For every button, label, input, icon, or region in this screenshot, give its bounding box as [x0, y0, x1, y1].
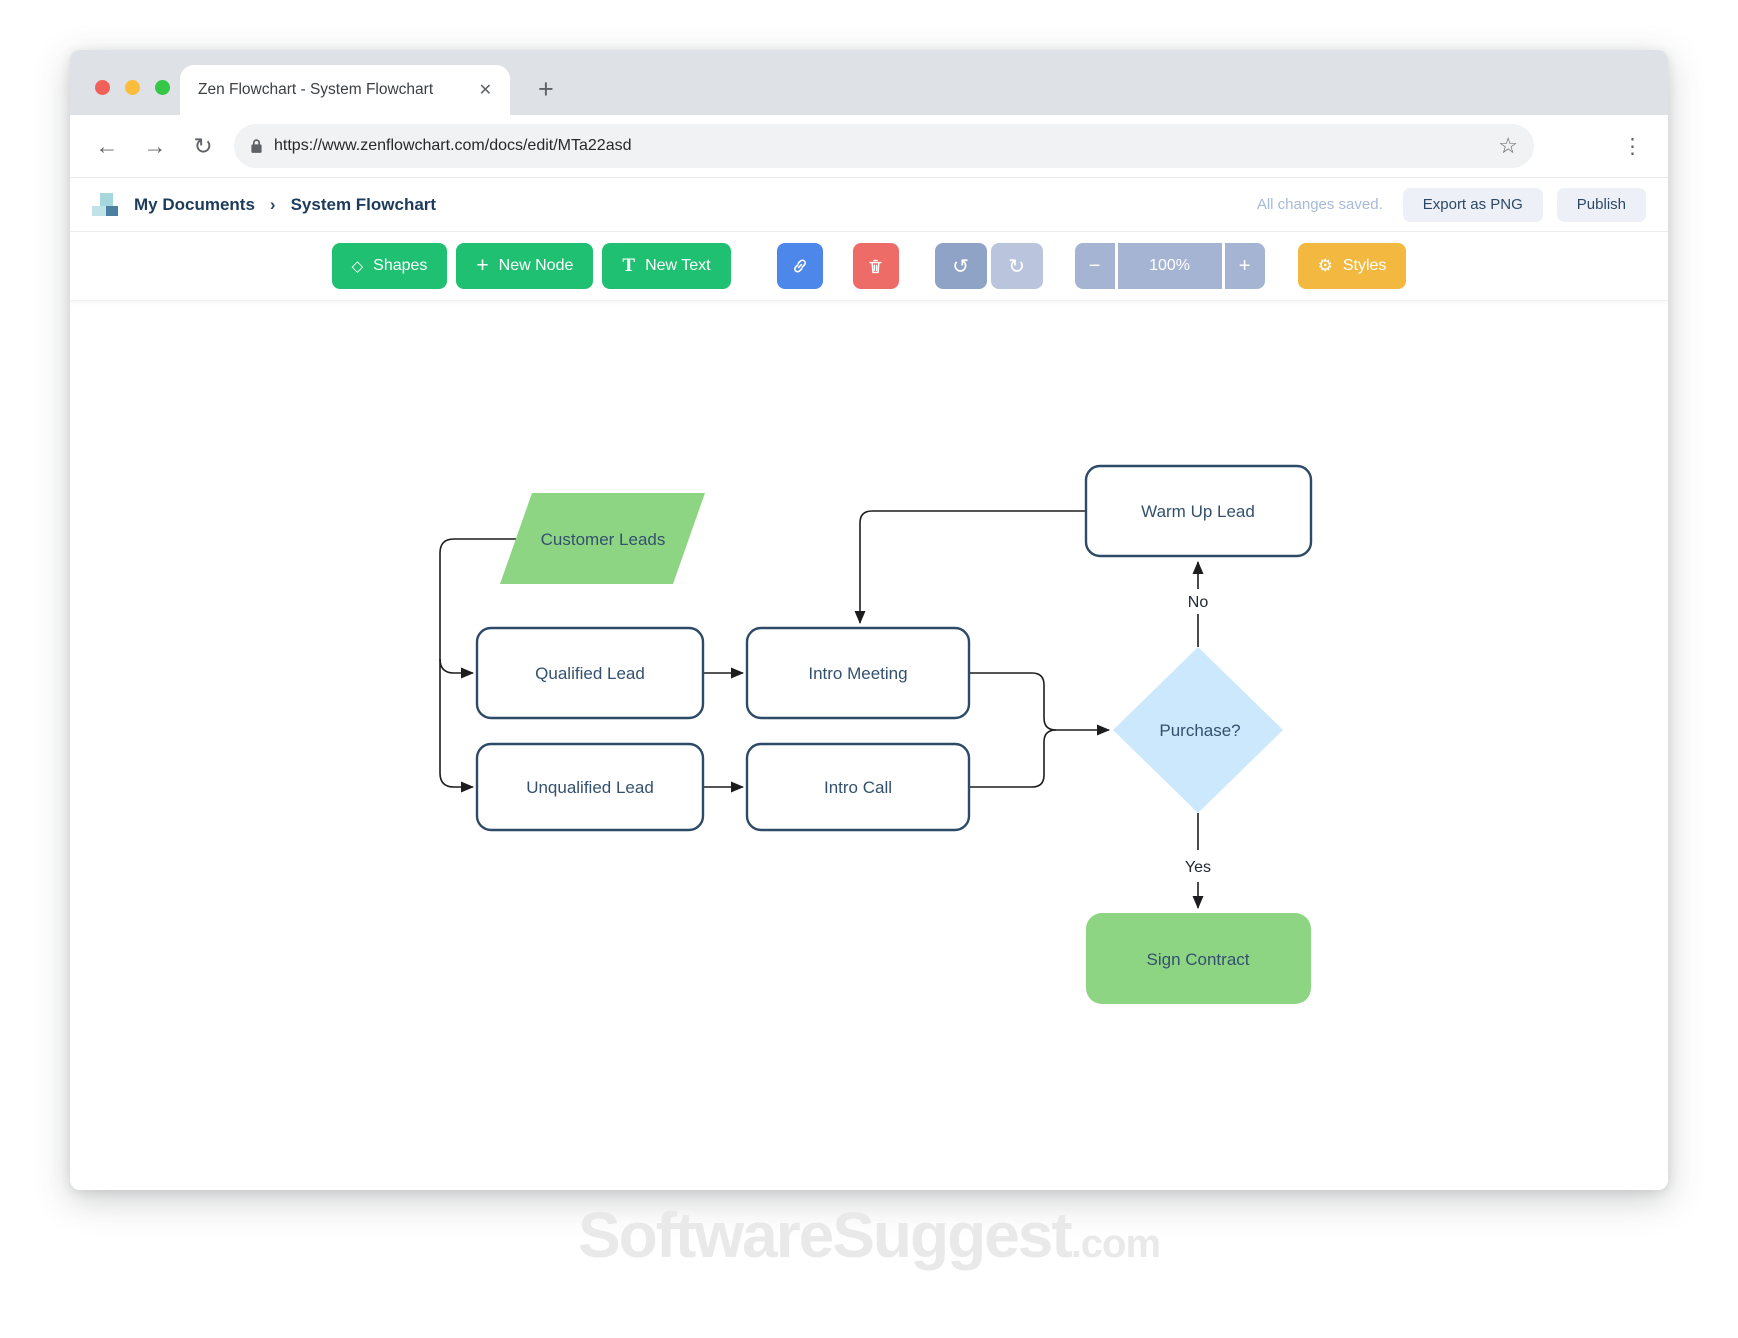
zoom-level: 100%: [1117, 243, 1222, 289]
gear-icon: ⚙: [1317, 256, 1333, 275]
node-sign-contract[interactable]: Sign Contract: [1086, 913, 1311, 1004]
node-label-warm-up-lead: Warm Up Lead: [1141, 502, 1255, 521]
address-bar[interactable]: https://www.zenflowchart.com/docs/edit/M…: [234, 124, 1534, 168]
node-label-sign-contract: Sign Contract: [1147, 950, 1250, 969]
link-button[interactable]: [776, 243, 823, 289]
new-node-label: New Node: [498, 257, 574, 274]
back-icon[interactable]: ←: [95, 132, 119, 159]
new-node-button[interactable]: + New Node: [456, 243, 594, 289]
undo-button[interactable]: ↺: [934, 243, 987, 289]
node-purchase-decision[interactable]: Purchase?: [1113, 647, 1283, 813]
node-label-intro-meeting: Intro Meeting: [808, 664, 907, 683]
edge-label-no: No: [1188, 594, 1209, 611]
text-icon: T: [622, 255, 636, 276]
undo-icon: ↺: [952, 255, 969, 278]
new-text-label: New Text: [645, 257, 711, 274]
tab-strip: Zen Flowchart - System Flowchart ✕ +: [70, 50, 1668, 115]
edge-introCall-purchase: [969, 729, 1057, 788]
edge-introMeeting-purchase: [969, 672, 1110, 736]
diamond-shape-icon: ◇: [351, 258, 364, 275]
link-icon: [790, 256, 810, 276]
redo-button[interactable]: ↻: [990, 243, 1043, 289]
breadcrumb-my-documents[interactable]: My Documents: [134, 194, 255, 214]
flowchart-canvas[interactable]: No Yes Customer Leads Qualified Lead Unq…: [70, 301, 1668, 1190]
plus-icon: +: [476, 254, 489, 277]
watermark-brand: SoftwareSuggest: [577, 1199, 1073, 1271]
zoom-out-button[interactable]: −: [1074, 243, 1115, 289]
shapes-label: Shapes: [373, 257, 428, 274]
address-bar-row: ← → ↻ https://www.zenflowchart.com/docs/…: [70, 115, 1668, 178]
zoom-in-button[interactable]: +: [1224, 243, 1265, 289]
new-tab-button[interactable]: +: [538, 74, 554, 104]
lock-icon: [250, 138, 263, 154]
styles-button[interactable]: ⚙ Styles: [1297, 243, 1407, 289]
reload-icon[interactable]: ↻: [193, 132, 213, 159]
flowchart-svg: No Yes Customer Leads Qualified Lead Unq…: [439, 464, 1313, 1004]
node-label-unqualified-lead: Unqualified Lead: [526, 778, 654, 797]
node-qualified-lead[interactable]: Qualified Lead: [475, 626, 705, 720]
document-title[interactable]: System Flowchart: [290, 194, 437, 214]
watermark-suffix: .com: [1070, 1222, 1161, 1266]
node-label-intro-call: Intro Call: [824, 778, 892, 797]
new-text-button[interactable]: T New Text: [602, 243, 731, 289]
url-text: https://www.zenflowchart.com/docs/edit/M…: [274, 137, 632, 154]
bookmark-star-icon[interactable]: ☆: [1498, 133, 1518, 158]
shapes-button[interactable]: ◇ Shapes: [331, 243, 448, 289]
app-header: My Documents › System Flowchart All chan…: [70, 178, 1668, 232]
delete-button[interactable]: [852, 243, 899, 289]
node-intro-meeting[interactable]: Intro Meeting: [745, 626, 971, 720]
trash-icon: [866, 257, 885, 276]
styles-label: Styles: [1342, 257, 1387, 274]
export-png-button[interactable]: Export as PNG: [1402, 187, 1543, 222]
edge-label-yes: Yes: [1185, 859, 1211, 876]
tab-close-icon[interactable]: ✕: [478, 82, 492, 99]
zoom-controls: − 100% +: [1074, 243, 1265, 289]
node-label-customer-leads: Customer Leads: [541, 530, 666, 549]
save-status: All changes saved.: [1256, 196, 1383, 213]
node-label-qualified-lead: Qualified Lead: [535, 664, 645, 683]
node-label-purchase: Purchase?: [1159, 721, 1240, 740]
redo-icon: ↻: [1008, 255, 1025, 278]
node-intro-call[interactable]: Intro Call: [745, 742, 971, 832]
close-window-button[interactable]: [95, 80, 110, 95]
zenflowchart-logo: [92, 192, 119, 217]
node-unqualified-lead[interactable]: Unqualified Lead: [475, 742, 705, 832]
publish-button[interactable]: Publish: [1556, 187, 1646, 222]
browser-window: Zen Flowchart - System Flowchart ✕ + ← →…: [70, 50, 1668, 1190]
minimize-window-button[interactable]: [125, 80, 140, 95]
window-controls: [95, 80, 170, 95]
tab-title: Zen Flowchart - System Flowchart: [198, 81, 434, 98]
node-customer-leads[interactable]: Customer Leads: [500, 493, 705, 584]
edge-warmup-introMeeting: [854, 510, 1086, 624]
browser-menu-icon[interactable]: ⋮: [1622, 134, 1644, 158]
maximize-window-button[interactable]: [155, 80, 170, 95]
forward-icon[interactable]: →: [143, 132, 167, 159]
editor-toolbar: ◇ Shapes + New Node T New Text: [70, 232, 1668, 301]
edge-customerleads-qualified: [439, 658, 474, 679]
watermark: SoftwareSuggest.com: [0, 1198, 1738, 1272]
breadcrumb-separator-icon: ›: [269, 194, 276, 214]
node-warm-up-lead[interactable]: Warm Up Lead: [1084, 464, 1313, 558]
browser-tab[interactable]: Zen Flowchart - System Flowchart ✕: [180, 65, 510, 115]
